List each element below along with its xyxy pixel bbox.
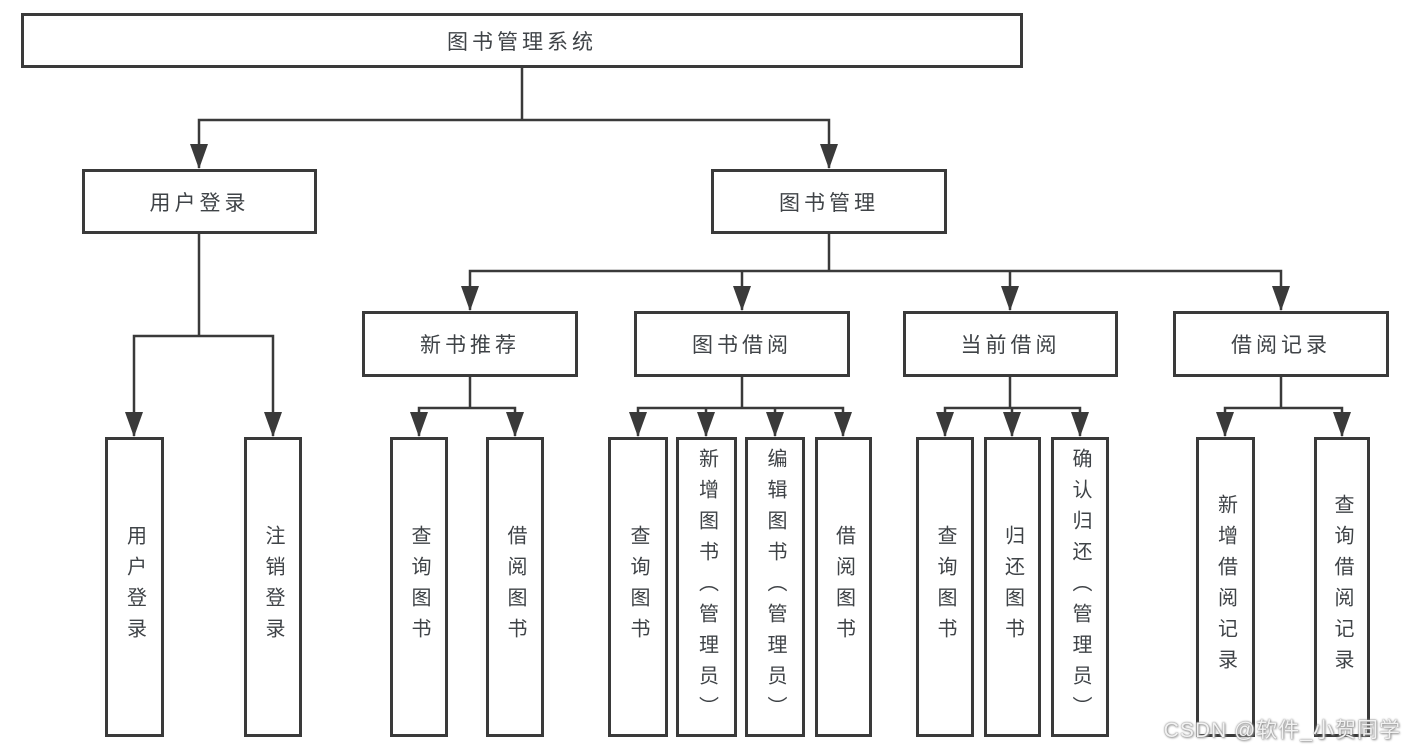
node-label: 查询图书 <box>408 525 430 649</box>
node-label: 新增借阅记录 <box>1214 494 1237 680</box>
node-label: 用户登录 <box>149 191 250 215</box>
node-user-login-branch: 用户登录 <box>82 169 317 234</box>
node-borrow-records: 借阅记录 <box>1173 311 1389 377</box>
node-current-borrow: 当前借阅 <box>903 311 1118 377</box>
leaf-add-borrow-record: 新增借阅记录 <box>1196 437 1255 737</box>
connector-book-management <box>468 234 1283 310</box>
connector-current-borrow <box>943 377 1082 436</box>
node-label: 用户登录 <box>123 525 146 649</box>
node-label: 编辑图书（管理员） <box>764 447 786 727</box>
connector-borrow-records <box>1223 377 1344 436</box>
node-label: 借阅图书 <box>504 525 526 649</box>
node-label: 图书借阅 <box>692 334 792 357</box>
leaf-logout: 注销登录 <box>244 437 302 737</box>
node-label: 归还图书 <box>1001 525 1024 649</box>
node-label: 图书管理系统 <box>447 30 597 54</box>
node-label: 注销登录 <box>262 525 284 649</box>
leaf-query-books-borrow: 查询图书 <box>608 437 668 737</box>
node-book-management: 图书管理 <box>711 169 947 234</box>
node-label: 确认归还（管理员） <box>1069 447 1091 727</box>
connector-book-borrow <box>636 377 845 436</box>
node-label: 借阅图书 <box>832 525 855 649</box>
node-label: 查询图书 <box>627 525 649 649</box>
leaf-user-login: 用户登录 <box>105 437 164 737</box>
node-label: 查询图书 <box>934 525 956 649</box>
node-label: 图书管理 <box>779 191 879 215</box>
leaf-confirm-return-admin: 确认归还（管理员） <box>1051 437 1109 737</box>
node-label: 新增图书（管理员） <box>695 447 718 727</box>
node-label: 新书推荐 <box>420 334 520 357</box>
node-label: 当前借阅 <box>960 334 1061 357</box>
leaf-edit-books-admin: 编辑图书（管理员） <box>745 437 805 737</box>
connector-user-login <box>132 234 275 436</box>
leaf-borrow-books: 借阅图书 <box>815 437 872 737</box>
node-label: 借阅记录 <box>1231 334 1331 357</box>
leaf-query-borrow-record: 查询借阅记录 <box>1314 437 1370 737</box>
leaf-query-books-current: 查询图书 <box>916 437 974 737</box>
connector-root <box>197 68 831 168</box>
connector-new-book-recommend <box>417 377 517 436</box>
node-new-book-recommend: 新书推荐 <box>362 311 578 377</box>
leaf-borrow-books-recommend: 借阅图书 <box>486 437 544 737</box>
csdn-watermark: CSDN @软件_小贺同学 <box>1163 719 1401 742</box>
leaf-query-books-recommend: 查询图书 <box>390 437 448 737</box>
leaf-add-books-admin: 新增图书（管理员） <box>676 437 737 737</box>
node-label: 查询借阅记录 <box>1331 494 1353 680</box>
node-book-borrow: 图书借阅 <box>634 311 850 377</box>
node-root-library-management-system: 图书管理系统 <box>21 13 1023 68</box>
leaf-return-books: 归还图书 <box>984 437 1041 737</box>
